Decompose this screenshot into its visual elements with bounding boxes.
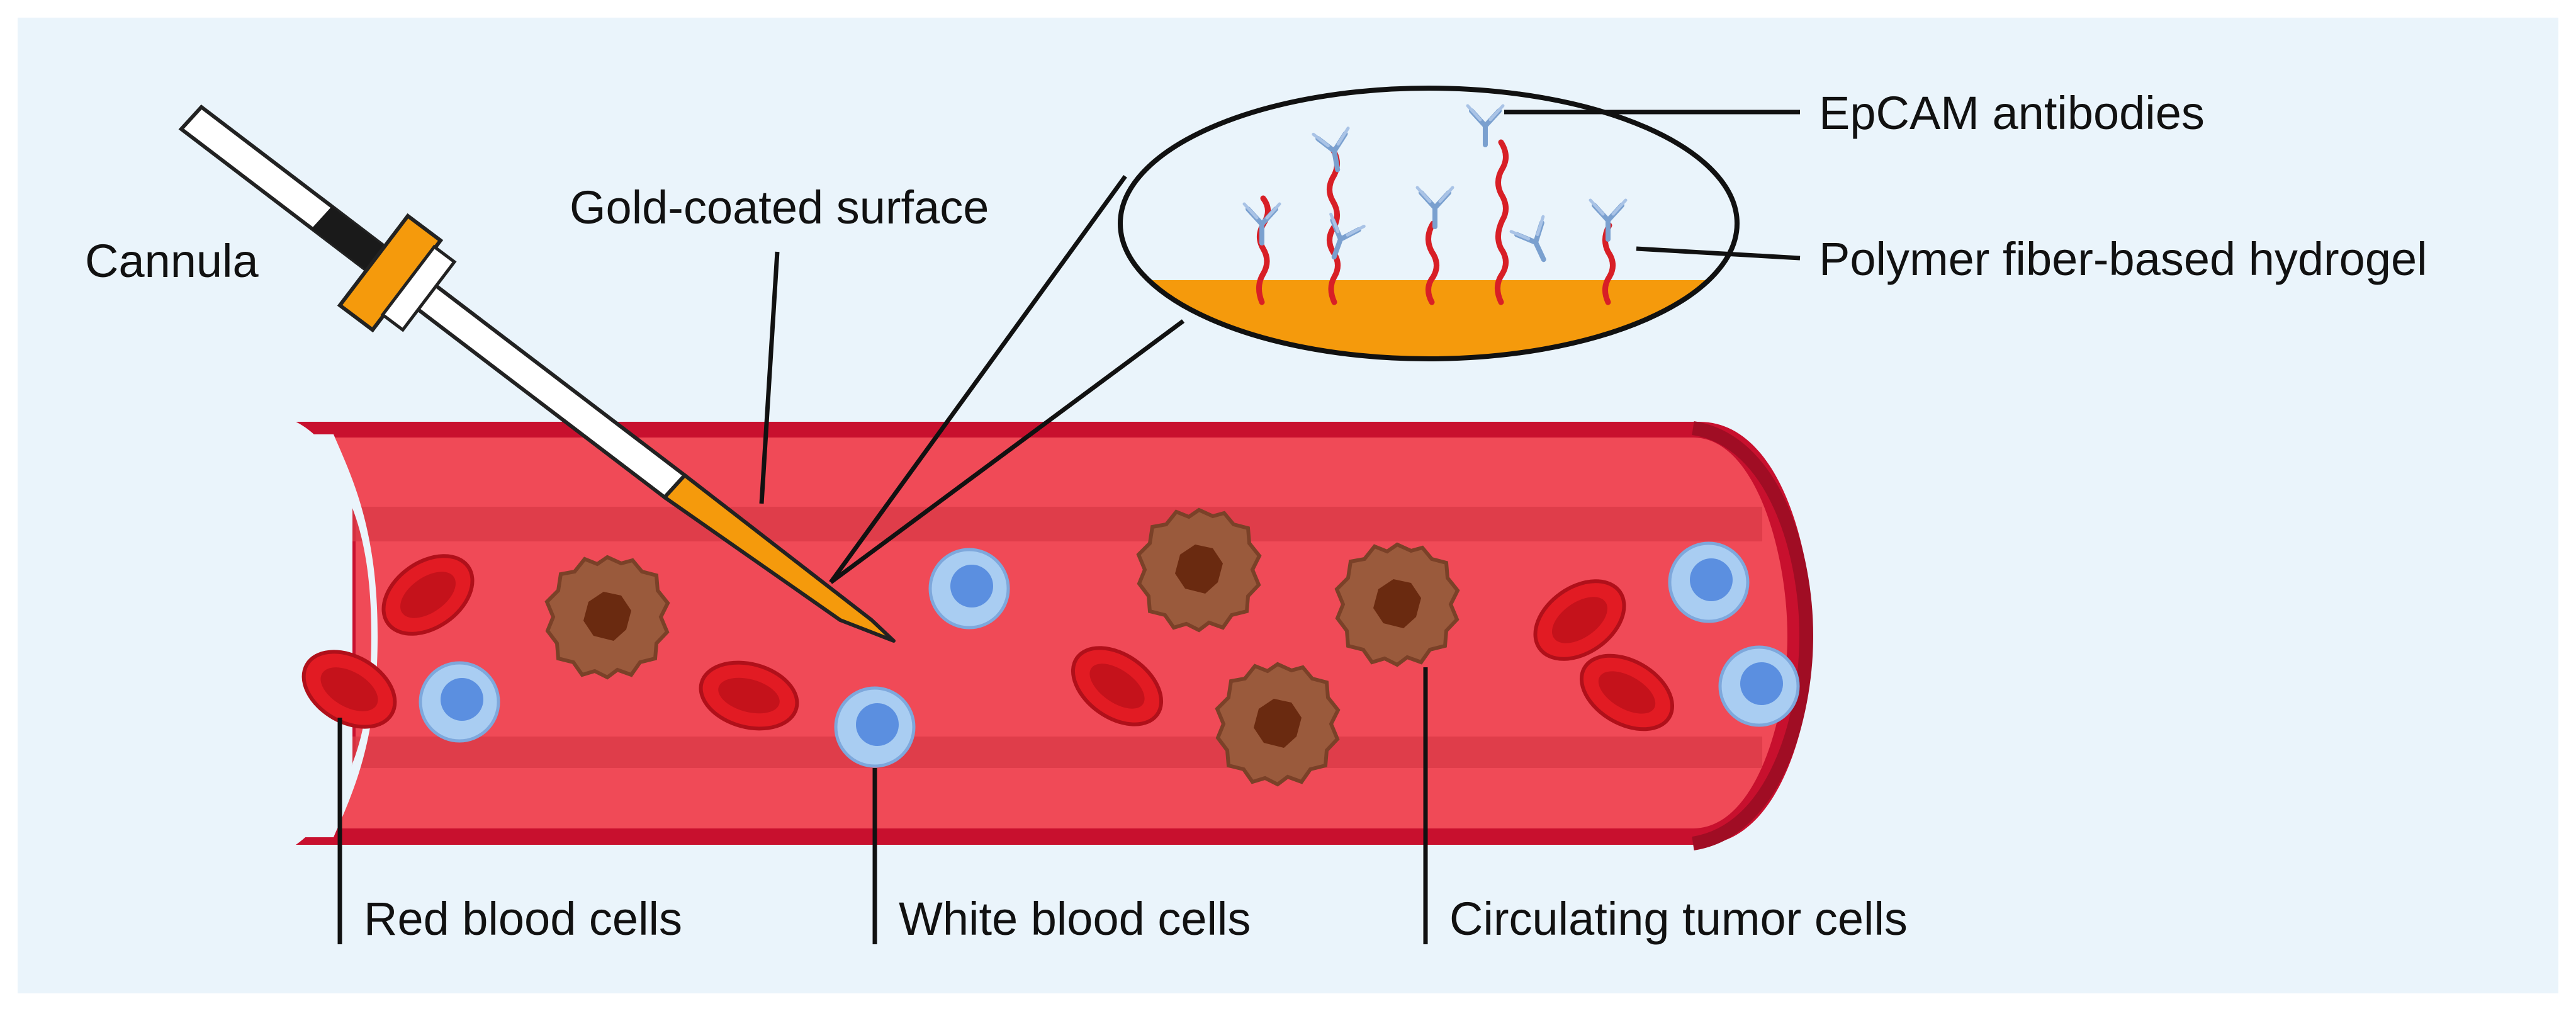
white-blood-cell — [834, 686, 916, 768]
inset-ellipse-outline — [1118, 86, 1740, 361]
antibody-icon — [1312, 127, 1350, 172]
antibody-icon — [1589, 198, 1628, 242]
circulating-tumor-cells — [544, 507, 1460, 787]
tumor-cell — [1334, 542, 1460, 667]
zoom-line-lower — [829, 319, 1185, 584]
zoom-line-upper — [829, 174, 1127, 584]
red-blood-cell — [1533, 579, 1626, 661]
red-blood-cell — [1579, 653, 1675, 731]
red-blood-cell — [1071, 646, 1164, 726]
red-blood-cell — [301, 650, 397, 729]
polymer-fiber — [1426, 220, 1439, 305]
tumor-cell — [1136, 507, 1262, 633]
red-blood-cell — [381, 554, 475, 636]
red-blood-cells — [301, 554, 1675, 731]
white-blood-cell — [1718, 645, 1800, 727]
white-blood-cell — [1668, 541, 1750, 623]
gold-needle — [663, 473, 896, 643]
tumor-cell — [1215, 662, 1341, 787]
tumor-cell — [544, 555, 670, 680]
white-blood-cell — [419, 661, 500, 743]
antibody-icon — [1415, 186, 1454, 229]
leader-gold-surface — [759, 251, 780, 504]
cannula-hub — [337, 213, 444, 333]
antibody-icon — [1466, 104, 1505, 147]
cannula-collar — [380, 244, 457, 332]
leader-hydrogel — [1636, 246, 1801, 261]
vessel-inner-band-bottom — [352, 737, 1762, 768]
label-gold-surface: Gold-coated surface — [570, 181, 989, 234]
polymer-fiber — [1495, 139, 1509, 305]
red-blood-cell — [699, 660, 799, 731]
vessel-end-cap — [1692, 421, 1814, 850]
leader-lines — [337, 110, 1801, 944]
vessel-inner-band-top — [352, 507, 1762, 541]
white-blood-cells — [419, 541, 1800, 768]
cannula-black-band — [312, 206, 391, 274]
antibody-icon — [1509, 215, 1546, 263]
polymer-fiber — [1602, 222, 1616, 305]
label-wbc: White blood cells — [899, 893, 1251, 945]
label-epcam: EpCAM antibodies — [1819, 87, 2205, 139]
antibody-icon — [1242, 202, 1281, 246]
antibody-icon — [1329, 212, 1366, 260]
blood-vessel — [295, 421, 1814, 850]
epcam-antibodies — [1242, 104, 1628, 263]
white-blood-cell — [928, 548, 1010, 630]
label-cannula: Cannula — [85, 235, 259, 287]
label-rbc: Red blood cells — [364, 893, 682, 945]
cannula — [178, 104, 896, 643]
label-ctc: Circulating tumor cells — [1449, 893, 1908, 945]
label-hydrogel: Polymer fiber-based hydrogel — [1819, 233, 2427, 285]
